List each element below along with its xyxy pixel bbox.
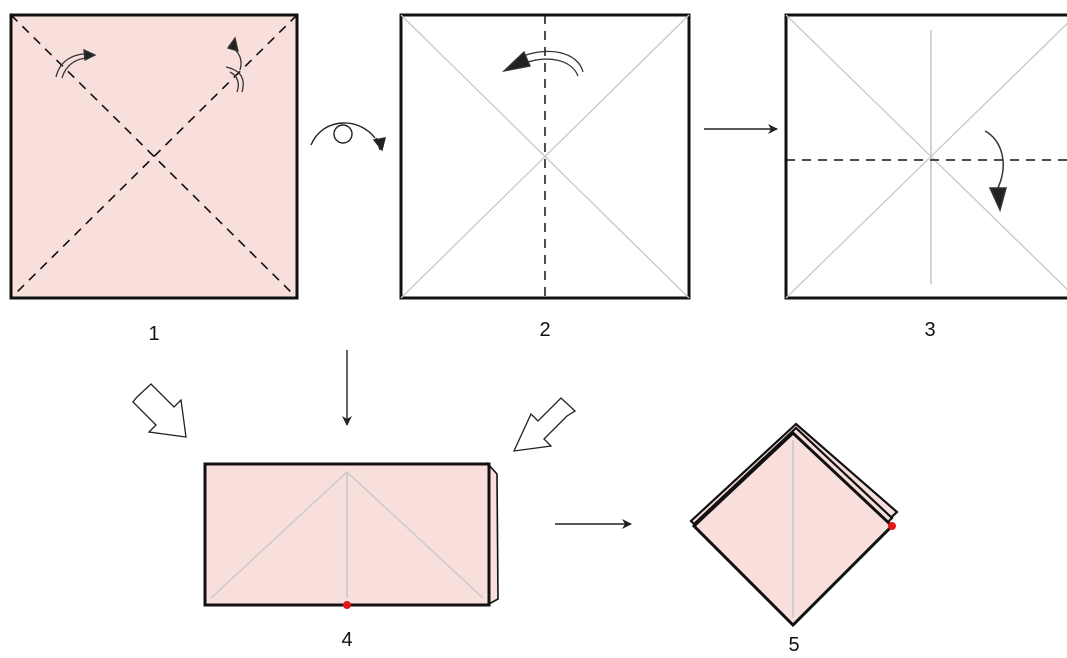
step-4-crease-left	[210, 471, 348, 599]
step-5: 5	[689, 422, 899, 656]
step-3: 3	[784, 13, 1067, 341]
step-1: 1	[9, 13, 299, 345]
step-3-label: 3	[924, 319, 935, 341]
step-2: 2	[399, 13, 691, 341]
push-arrow-right-icon	[512, 397, 577, 452]
fold-arrow-icon	[501, 50, 584, 77]
reference-point-marker	[888, 522, 896, 530]
step-5-label: 5	[788, 634, 799, 656]
step-1-valley-fold-diagonal-a	[10, 14, 298, 299]
step-2-crease-diagonal-b	[400, 14, 690, 299]
fold-arrow-icon	[984, 130, 1007, 213]
step-4: 4	[132, 383, 577, 651]
push-arrow-left-icon	[132, 383, 187, 438]
fold-arrow-icon	[225, 36, 244, 93]
step-1-valley-fold-diagonal-b	[10, 14, 298, 299]
reference-point-marker	[343, 601, 351, 609]
step-2-label: 2	[539, 319, 550, 341]
fold-arrow-icon	[55, 48, 97, 79]
turn-over-icon	[310, 122, 386, 152]
step-1-label: 1	[148, 323, 159, 345]
step-4-label: 4	[341, 629, 352, 651]
step-3-paper	[784, 13, 1067, 300]
step-4-crease-right	[346, 471, 484, 599]
